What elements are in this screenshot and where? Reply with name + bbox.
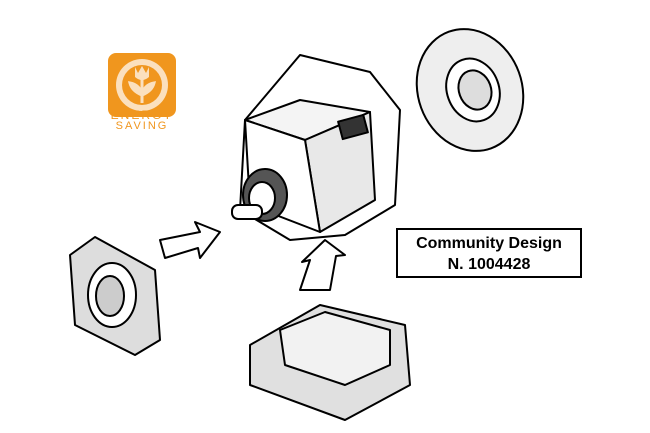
badge-line-2: N. 1004428 [447,256,531,273]
badge-line-1: Community Design [416,235,562,252]
input-flange [69,236,161,356]
output-flange [415,28,525,152]
logo-text-energy: ENERGY [110,108,174,122]
logo-text-saving: SAVING [115,120,169,132]
community-design-label: Community Design N. 1004428 [396,228,582,278]
gearbox-body [231,54,401,241]
arrow-up [299,239,346,291]
energy-saving-logo [108,53,176,117]
foot-mounting-plate [249,304,411,421]
arrow-right [159,221,221,259]
